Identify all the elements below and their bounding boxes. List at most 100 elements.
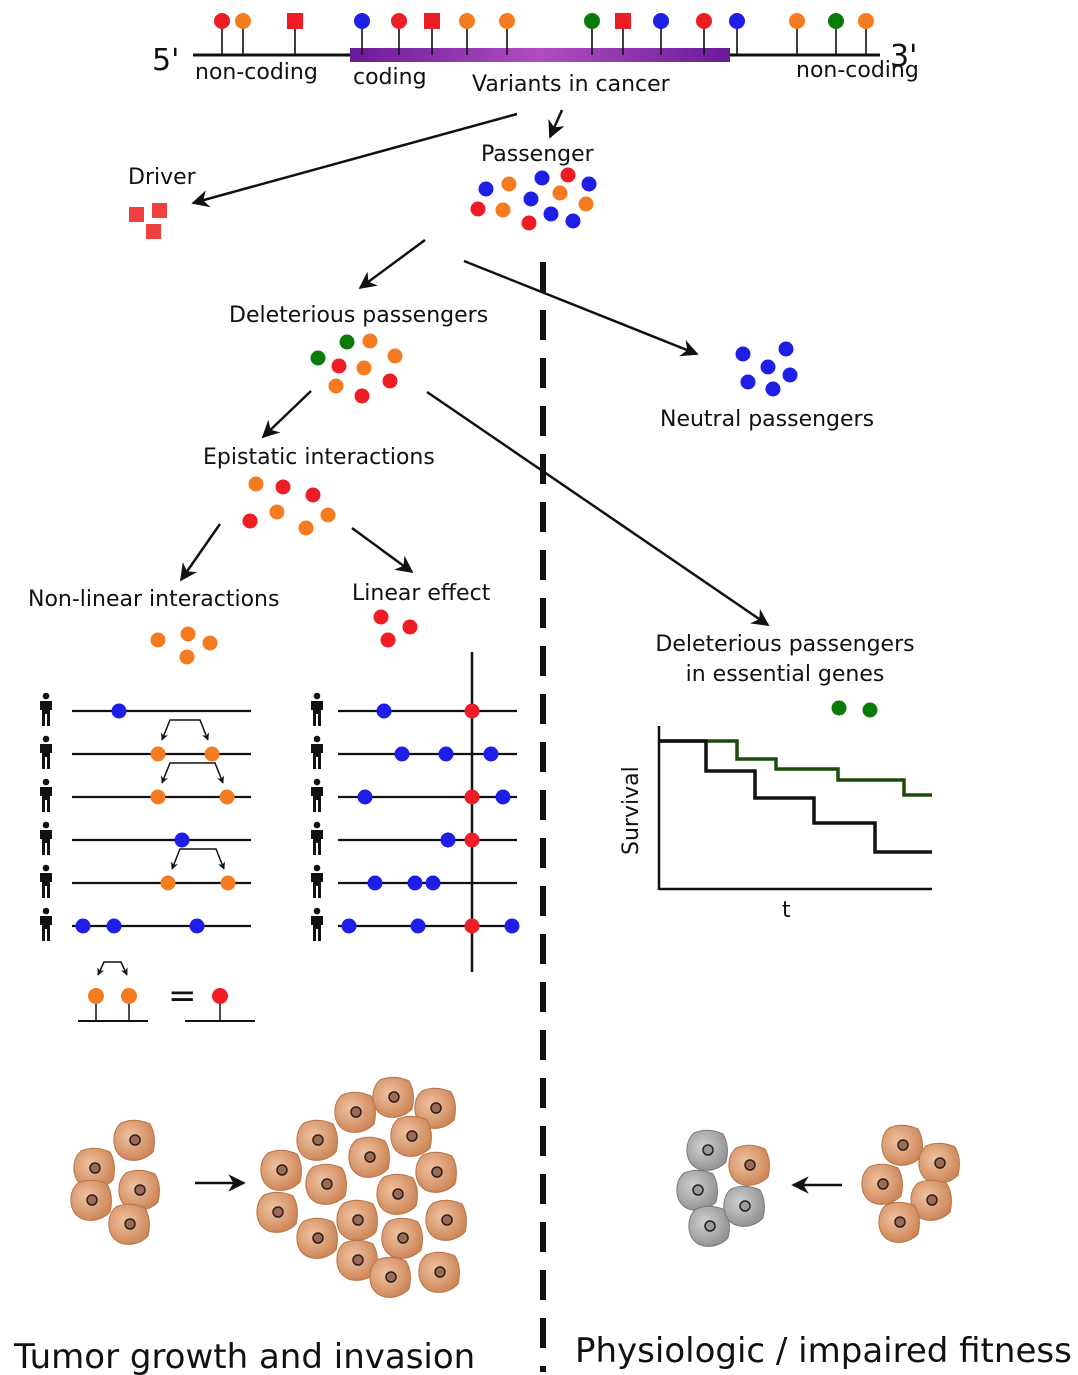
patient-row (40, 692, 251, 726)
green-variant-dot (831, 700, 847, 716)
driver-square (152, 203, 167, 218)
red-variant-dot (464, 789, 480, 805)
person-icon (311, 864, 323, 898)
linear-cluster (373, 609, 418, 648)
tumor-cell (372, 1076, 414, 1118)
red-variant-dot (305, 487, 321, 503)
blue-variant-dot (440, 832, 456, 848)
tumor-cell (336, 1199, 378, 1241)
driver-square (146, 224, 161, 239)
tumor-cell (70, 1179, 112, 1221)
linear-label: Linear effect (352, 581, 491, 606)
patient-row (40, 907, 251, 941)
driver-squares (129, 203, 167, 239)
arrow-to-driver (191, 112, 518, 208)
damaged-cell (723, 1185, 765, 1227)
variant-lollipops (214, 13, 874, 55)
cell-clusters (70, 1076, 960, 1298)
noncoding-left-label: non-coding (195, 60, 318, 85)
patient-row (311, 692, 517, 726)
blue-variant-dot (407, 875, 423, 891)
person-icon (311, 821, 323, 855)
person-icon (311, 778, 323, 812)
orange-variant-dot (220, 875, 236, 891)
orange-variant-dot (320, 507, 336, 523)
red-variant-dot (696, 13, 712, 29)
tumor-cell (910, 1179, 952, 1221)
blue-variant-dot (410, 918, 426, 934)
red-variant-square (615, 13, 631, 29)
orange-variant-dot (235, 13, 251, 29)
blue-variant-dot (581, 176, 597, 192)
patient-row (311, 821, 517, 855)
blue-variant-dot (174, 832, 190, 848)
outcome-right-caption: Physiologic / impaired fitness (575, 1331, 1072, 1371)
neutral-cluster (735, 341, 798, 397)
red-variant-dot (560, 167, 576, 183)
deleterious-label: Deleterious passengers (229, 303, 488, 328)
red-variant-dot (382, 373, 398, 389)
damaged-cell (676, 1169, 718, 1211)
person-icon (40, 692, 52, 726)
person-icon (40, 821, 52, 855)
blue-variant-dot (495, 789, 511, 805)
survival-plot: Survival t (619, 726, 932, 923)
blue-variant-dot (653, 13, 669, 29)
person-icon (40, 735, 52, 769)
tumor-cell (296, 1119, 338, 1161)
orange-variant-dot (552, 185, 568, 201)
orange-variant-dot (362, 333, 378, 349)
orange-variant-dot (501, 176, 517, 192)
tumor-cell (418, 1251, 460, 1293)
outcome-left-caption: Tumor growth and invasion (13, 1337, 475, 1375)
tumor-cell (881, 1124, 923, 1166)
passenger-label: Passenger (481, 142, 595, 167)
orange-variant-dot (858, 13, 874, 29)
red-variant-dot (470, 201, 486, 217)
patient-row (40, 848, 251, 898)
orange-variant-dot (88, 988, 104, 1004)
red-variant-dot (331, 358, 347, 374)
coding-region (350, 48, 730, 62)
patient-row (40, 821, 251, 855)
red-variant-dot (354, 388, 370, 404)
tumor-cell (376, 1173, 418, 1215)
tumor-cell (381, 1217, 423, 1259)
red-variant-dot (275, 479, 291, 495)
tumor-cell (861, 1163, 903, 1205)
red-variant-square (424, 13, 440, 29)
blue-variant-dot (425, 875, 441, 891)
orange-variant-dot (495, 202, 511, 218)
person-icon (40, 778, 52, 812)
arrow-to-passenger (548, 109, 565, 139)
orange-variant-dot (121, 988, 137, 1004)
blue-variant-dot (357, 789, 373, 805)
green-variant-dot (862, 702, 878, 718)
blue-variant-dot (735, 346, 751, 362)
person-icon (40, 907, 52, 941)
blue-variant-dot (111, 703, 127, 719)
person-icon (311, 907, 323, 941)
survival-x-label: t (782, 898, 791, 923)
arrow-to-epistatic (261, 390, 312, 439)
arrow-to-linear (351, 526, 414, 574)
survival-y-label: Survival (619, 766, 644, 855)
blue-variant-dot (106, 918, 122, 934)
orange-variant-dot (578, 196, 594, 212)
coding-label: coding (353, 65, 427, 90)
blue-variant-dot (565, 213, 581, 229)
three-prime-label: 3' (890, 39, 917, 74)
linear-panel (311, 652, 520, 972)
red-variant-dot (402, 619, 418, 635)
orange-variant-dot (499, 13, 515, 29)
tumor-cell (73, 1147, 115, 1189)
patient-row (40, 719, 251, 769)
blue-variant-dot (189, 918, 205, 934)
tumor-cell (113, 1119, 155, 1161)
blue-variant-dot (765, 381, 781, 397)
variant-dot-clusters (150, 167, 878, 718)
noncoding-right-label: non-coding (796, 58, 919, 83)
red-variant-dot (464, 703, 480, 719)
patient-row (311, 735, 517, 769)
